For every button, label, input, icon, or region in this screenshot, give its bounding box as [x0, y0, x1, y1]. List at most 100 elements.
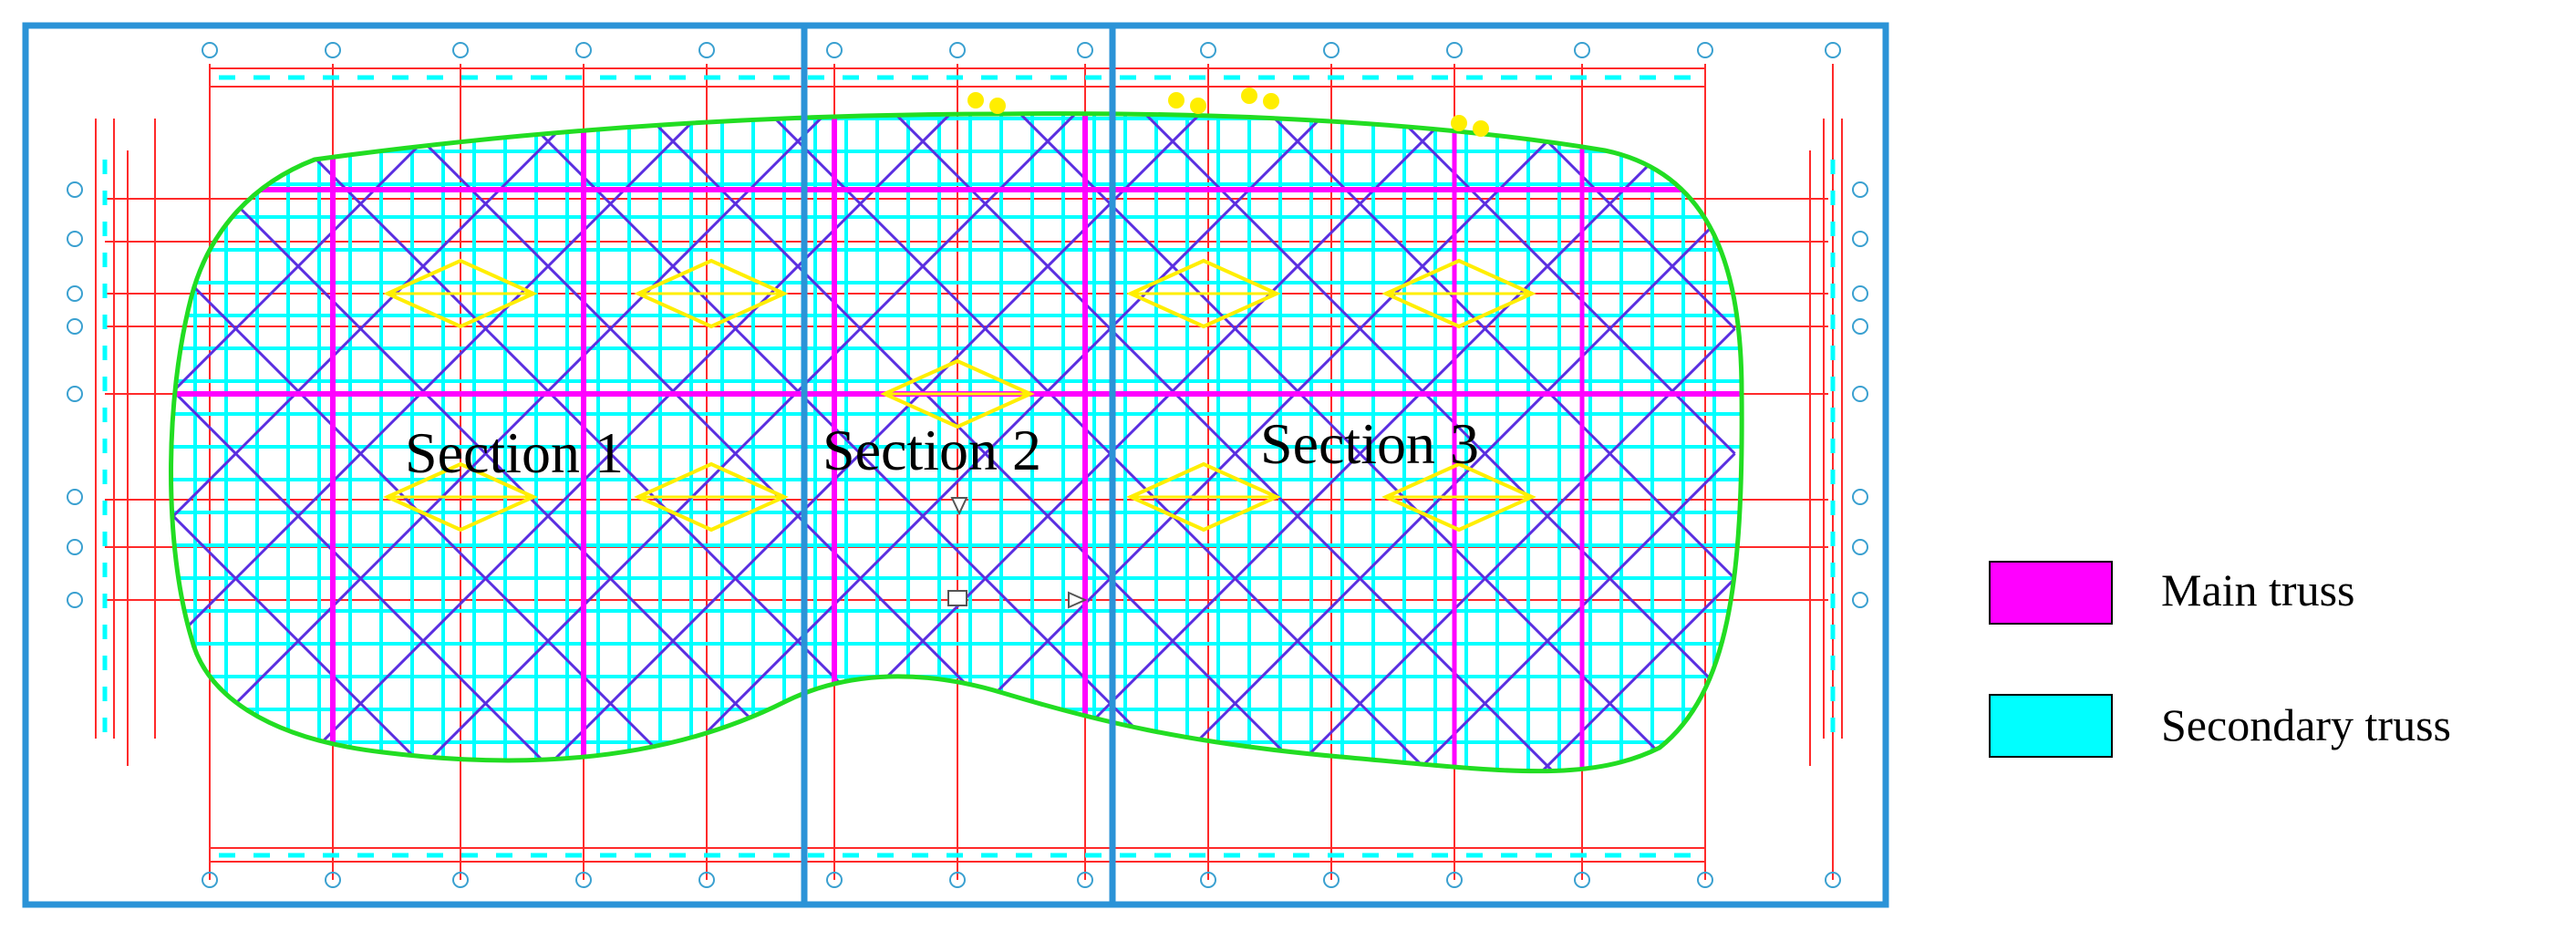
- diagonal-brace: [171, 702, 237, 771]
- axis-bubble: [67, 386, 83, 402]
- axis-bubble: [949, 872, 966, 888]
- legend: Main truss Secondary truss: [1989, 561, 2451, 758]
- diagonal-brace: [1609, 452, 1736, 580]
- direction-arrow-marker: [1068, 591, 1088, 609]
- diagonal-brace: [734, 702, 862, 771]
- north-arrow-marker: [950, 497, 968, 516]
- axis-bubble: [1697, 42, 1713, 58]
- diagonal-brace: [484, 113, 612, 205]
- diagonal-brace: [1359, 202, 1486, 330]
- axis-bubble: [1077, 42, 1093, 58]
- diagonal-brace: [984, 702, 1112, 771]
- section-3-label: Section 3: [1260, 411, 1479, 476]
- diagonal-brace: [734, 702, 862, 771]
- axis-bubble: [67, 539, 83, 555]
- diagonal-brace: [609, 113, 737, 205]
- origin-marker: [947, 590, 967, 606]
- axis-bubble: [1825, 872, 1841, 888]
- diagonal-brace: [859, 702, 987, 771]
- roof-openings: [383, 88, 1536, 533]
- diagonal-brace: [234, 577, 362, 705]
- axis-bubble: [67, 285, 83, 302]
- diagonal-brace: [484, 577, 612, 705]
- axis-bubble: [1852, 318, 1868, 335]
- axis-bubble: [1852, 489, 1868, 505]
- diagonal-brace: [984, 202, 1112, 330]
- diagonal-brace: [859, 113, 987, 205]
- roof-fixture: [1473, 120, 1489, 137]
- diagonal-brace: [1359, 577, 1486, 705]
- axis-bubble: [1077, 872, 1093, 888]
- diagonal-brace: [859, 452, 987, 580]
- axis-bubble: [452, 872, 469, 888]
- diagonal-brace: [171, 113, 237, 205]
- axis-bubble: [1323, 42, 1340, 58]
- secondary-truss-grid: [171, 113, 1743, 771]
- axis-bubble: [202, 872, 218, 888]
- section-labels: Section 1 Section 2 Section 3: [405, 411, 1479, 485]
- diagonal-brace: [359, 452, 487, 580]
- axis-bubble: [1446, 872, 1463, 888]
- diagonal-brace: [1234, 202, 1361, 330]
- legend-swatch-main-truss: [1989, 561, 2113, 625]
- diagonal-brace: [484, 202, 612, 330]
- axis-bubble: [1852, 181, 1868, 198]
- diagonal-brace: [234, 452, 362, 580]
- diagonal-brace: [171, 702, 237, 771]
- diagonal-brace: [734, 452, 862, 580]
- roof-fixture: [989, 98, 1006, 114]
- roof-fixture: [1263, 93, 1279, 109]
- axis-bubble: [949, 42, 966, 58]
- diagonal-brace: [1109, 113, 1236, 205]
- axis-bubble: [826, 872, 843, 888]
- axis-bubble: [67, 489, 83, 505]
- axis-bubble: [1825, 42, 1841, 58]
- diagonal-brace: [1484, 202, 1611, 330]
- axis-bubble: [826, 42, 843, 58]
- roof-fixture: [1451, 115, 1467, 131]
- diagonal-brace: [734, 577, 862, 705]
- diagonal-brace: [1109, 202, 1236, 330]
- diagonal-brace: [984, 577, 1112, 705]
- roof-fixture: [1241, 88, 1257, 104]
- diagonal-brace: [1484, 452, 1611, 580]
- diagonal-brace: [1484, 702, 1611, 771]
- section-boundaries: [22, 22, 1889, 908]
- roof-fixture: [1190, 98, 1206, 114]
- axis-bubble: [202, 42, 218, 58]
- axis-bubble: [1852, 231, 1868, 247]
- diagonal-brace: [859, 702, 987, 771]
- axis-bubble: [1852, 592, 1868, 608]
- diagonal-brace: [609, 577, 737, 705]
- axis-bubble: [575, 872, 592, 888]
- diagonal-brace: [1609, 577, 1736, 705]
- axis-bubble: [1852, 539, 1868, 555]
- axis-bubble: [698, 872, 715, 888]
- diagonal-brace: [984, 452, 1112, 580]
- axis-bubble: [1574, 872, 1590, 888]
- diagonal-brace: [234, 202, 362, 330]
- diagonal-brace: [1609, 702, 1736, 771]
- axis-bubble: [452, 42, 469, 58]
- diagonal-brace: [859, 202, 987, 330]
- axis-bubble: [1200, 42, 1216, 58]
- axis-bubble: [67, 318, 83, 335]
- axis-bubble: [1852, 386, 1868, 402]
- axis-bubbles: [67, 42, 1868, 888]
- axis-bubble: [1574, 42, 1590, 58]
- section-2-label: Section 2: [822, 418, 1041, 482]
- legend-label-secondary-truss: Secondary truss: [2161, 699, 2451, 750]
- diagonal-brace: [1234, 577, 1361, 705]
- axis-bubble: [1697, 872, 1713, 888]
- roof-outline: [169, 111, 1744, 774]
- axis-bubble: [575, 42, 592, 58]
- diagonal-brace: [734, 113, 862, 205]
- diagonal-brace: [359, 577, 487, 705]
- diagonal-brace: [1109, 577, 1236, 705]
- diagonal-brace: [484, 452, 612, 580]
- roof-fixture: [1168, 92, 1185, 109]
- diagonal-brace: [984, 113, 1112, 205]
- diagonal-brace: [171, 202, 237, 330]
